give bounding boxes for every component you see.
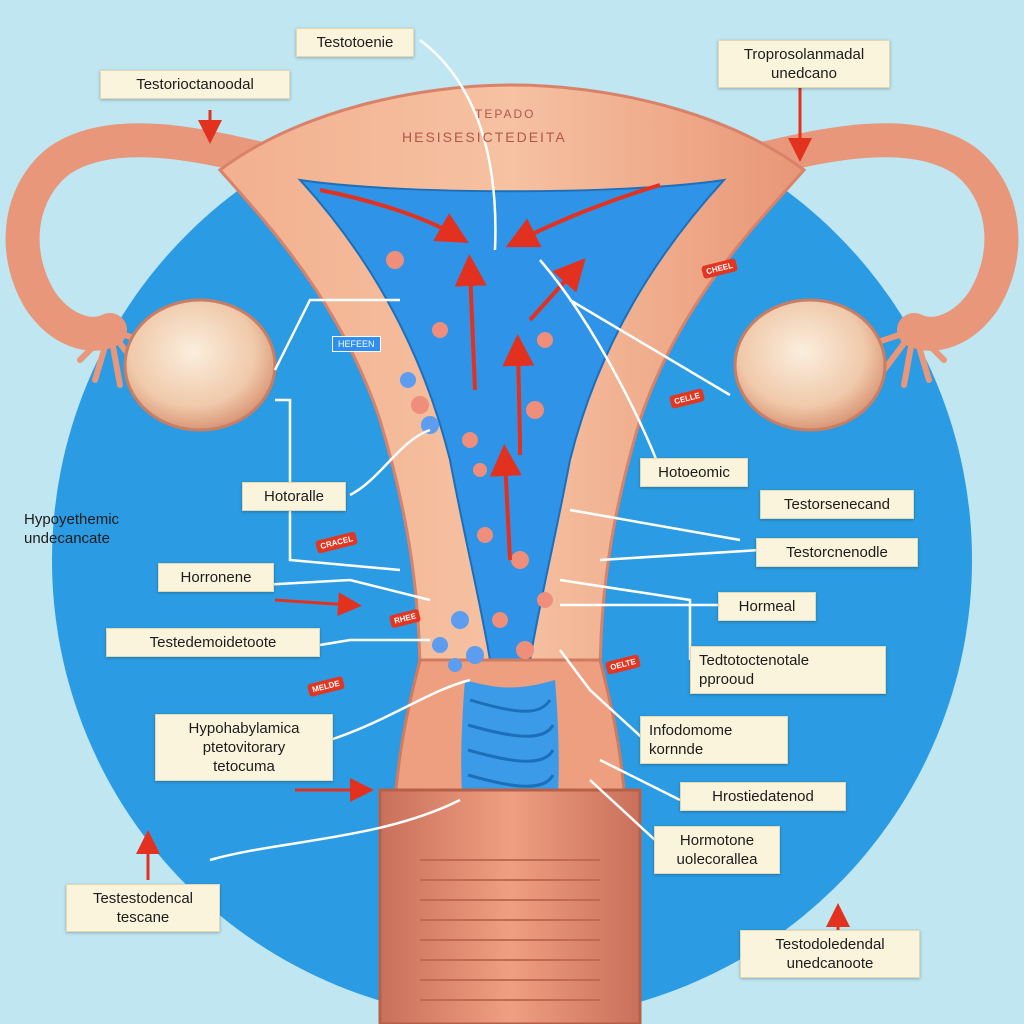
label-right-8: Hormotone uolecorallea: [654, 826, 780, 874]
hormone-flow-arrows: [319, 183, 661, 561]
label-right-2: Testorsenecand: [760, 490, 914, 519]
label-right-7: Hrostiedatenod: [680, 782, 846, 811]
label-right-6: Infodomome kornnde: [640, 716, 788, 764]
label-left-3: Horronene: [158, 563, 274, 592]
label-top-left: Testorioctanoodal: [100, 70, 290, 99]
label-right-3: Testorcnenodle: [756, 538, 918, 567]
organ-text-line-1: TEPADO: [475, 107, 535, 121]
pointer-lines: [168, 39, 761, 862]
left-fallopian-tube: [5, 123, 317, 351]
uterine-cavity: [297, 178, 727, 661]
label-left-4: Testedemoidetoote: [106, 628, 320, 657]
label-top-center: Testotoenie: [296, 28, 414, 57]
cell-clusters: [386, 251, 553, 672]
label-bottom-right: Testodoledendal unedcanoote: [740, 930, 920, 978]
left-ovary: [123, 298, 277, 432]
vaginal-rugae: [420, 859, 600, 1001]
cervical-folds: [467, 698, 555, 813]
right-ovary: [733, 298, 887, 432]
outer-red-arrows: [136, 88, 850, 930]
label-right-4: Hormeal: [718, 592, 816, 621]
label-left-5: Hypohabylamica ptetovitorary tetocuma: [155, 714, 333, 781]
organ-text-line-2: HESISESICTEDEITA: [402, 129, 567, 145]
label-right-5: Tedtotoctenotale pprooud: [690, 646, 886, 694]
right-fallopian-tube: [707, 123, 1019, 351]
label-top-right: Troprosolanmadal unedcano: [718, 40, 890, 88]
blue-tag: HEFEEN: [332, 336, 381, 352]
label-left-2: Hotoralle: [242, 482, 346, 511]
label-left-1: Hypoyethemic undecancate: [24, 511, 120, 547]
label-bottom-left: Testestodencal tescane: [66, 884, 220, 932]
vaginal-canal: [378, 788, 642, 1024]
label-right-1: Hotoeomic: [640, 458, 748, 487]
